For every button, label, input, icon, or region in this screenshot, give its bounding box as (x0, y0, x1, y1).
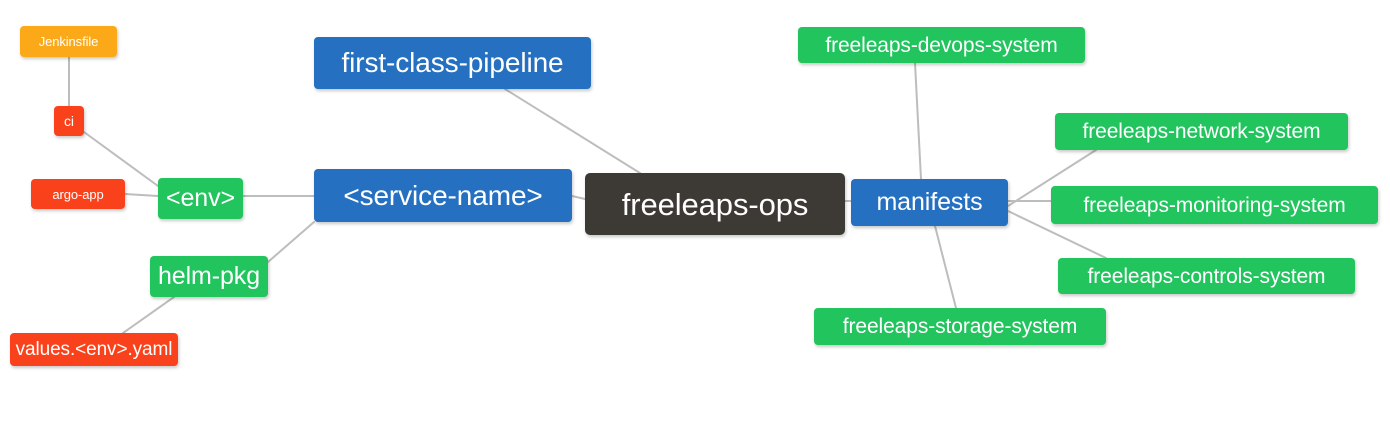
node-manifests[interactable]: manifests (851, 179, 1008, 226)
edge-helm-pkg-to-values-yaml (122, 296, 175, 334)
node-controls-system[interactable]: freeleaps-controls-system (1058, 258, 1355, 294)
node-env[interactable]: <env> (158, 178, 243, 219)
node-first-class[interactable]: first-class-pipeline (314, 37, 591, 89)
edge-ci-to-env (83, 131, 159, 187)
edge-service-name-to-freeleaps-ops (571, 195, 586, 200)
node-argo-app[interactable]: argo-app (31, 179, 125, 209)
edge-argo-app-to-env (124, 193, 159, 197)
edge-service-name-to-helm-pkg (267, 221, 315, 263)
edge-first-class-to-freeleaps-ops (504, 88, 641, 174)
node-network-system[interactable]: freeleaps-network-system (1055, 113, 1348, 150)
node-service-name[interactable]: <service-name> (314, 169, 572, 222)
node-storage-system[interactable]: freeleaps-storage-system (814, 308, 1106, 345)
node-values-yaml[interactable]: values.<env>.yaml (10, 333, 178, 366)
node-freeleaps-ops[interactable]: freeleaps-ops (585, 173, 845, 235)
edge-manifests-to-devops-system (914, 62, 922, 180)
node-ci[interactable]: ci (54, 106, 84, 136)
node-jenkinsfile[interactable]: Jenkinsfile (20, 26, 117, 57)
node-monitoring-system[interactable]: freeleaps-monitoring-system (1051, 186, 1378, 224)
edge-manifests-to-storage-system (934, 225, 957, 309)
node-helm-pkg[interactable]: helm-pkg (150, 256, 268, 297)
node-devops-system[interactable]: freeleaps-devops-system (798, 27, 1085, 63)
